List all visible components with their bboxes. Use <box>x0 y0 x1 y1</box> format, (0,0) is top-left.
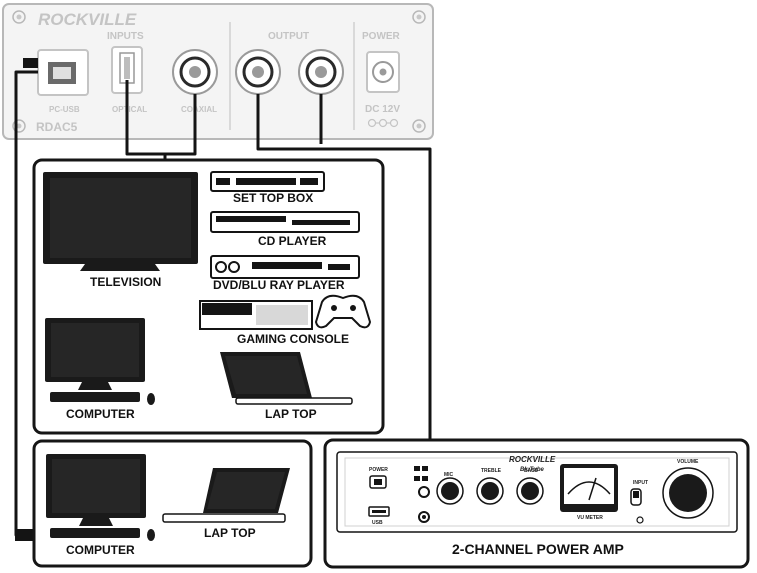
output-rca-left-icon <box>235 49 281 95</box>
television-label: TELEVISION <box>90 275 161 289</box>
amplifier-box: ROCKVILLE BluTube POWER USB MIC <box>323 438 750 569</box>
output-rca-right-icon <box>298 49 344 95</box>
output-cable-left <box>256 94 432 440</box>
optical-label: OPTICAL <box>112 105 147 114</box>
cd-player-icon <box>210 211 360 233</box>
computer-icon <box>45 318 155 405</box>
amp-usb-label: USB <box>372 520 383 526</box>
gaming-console-label: GAMING CONSOLE <box>237 332 349 346</box>
dac-rear-panel: ROCKVILLE RDAC5 INPUTS OUTPUT POWER PC-U… <box>2 3 434 140</box>
laptop-icon <box>162 468 290 523</box>
input-icons <box>414 466 428 481</box>
dac-brand-logo: ROCKVILLE <box>38 10 137 29</box>
amp-title: 2-CHANNEL POWER AMP <box>452 541 624 557</box>
computer-icon <box>46 454 155 541</box>
mic-knob-icon <box>436 477 464 505</box>
vu-meter-label: VU METER <box>577 515 603 521</box>
dvd-player-icon <box>210 255 360 279</box>
amp-sub-brand: BluTube <box>520 467 545 473</box>
volume-knob-icon <box>662 467 714 519</box>
volume-label: VOLUME <box>677 459 699 465</box>
mic-jack-icon <box>418 486 430 523</box>
usb-port-icon <box>368 506 390 517</box>
coaxial-cable <box>165 94 197 156</box>
power-label: POWER <box>362 31 401 42</box>
computer-label: COMPUTER <box>66 407 135 421</box>
usb-laptop-label: LAP TOP <box>204 526 256 540</box>
mic-label: MIC <box>444 472 454 478</box>
set-top-box-icon <box>210 171 325 192</box>
laptop-label: LAP TOP <box>265 407 317 421</box>
vu-meter-icon <box>560 464 618 512</box>
bass-knob-icon <box>516 477 544 505</box>
television-icon <box>43 172 198 271</box>
set-top-box-label: SET TOP BOX <box>233 191 313 205</box>
usb-sources-box: COMPUTER LAP TOP <box>32 439 313 568</box>
gaming-console-icon <box>199 294 372 330</box>
cd-player-label: CD PLAYER <box>258 234 327 248</box>
output-label: OUTPUT <box>268 31 309 42</box>
inputs-label: INPUTS <box>107 31 144 42</box>
coaxial-port-icon <box>172 49 218 95</box>
dvd-player-label: DVD/BLU RAY PLAYER <box>213 278 345 292</box>
treble-label: TREBLE <box>481 468 502 474</box>
dc-power-jack-icon <box>366 51 400 93</box>
laptop-icon <box>220 352 353 405</box>
polarity-icon <box>367 118 399 128</box>
bass-label: BASS <box>524 468 539 474</box>
sources-box: TELEVISION SET TOP BOX CD PLAYER DVD/BLU… <box>32 158 385 435</box>
amp-brand-logo: ROCKVILLE <box>509 455 556 464</box>
power-label: POWER <box>369 467 388 473</box>
pc-usb-label: PC-USB <box>49 105 80 114</box>
input-label: INPUT <box>633 480 648 486</box>
input-selector-icon <box>630 488 644 524</box>
coaxial-label: COAXIAL <box>181 105 217 114</box>
usb-computer-label: COMPUTER <box>66 543 135 557</box>
screw-icon <box>12 10 426 133</box>
dc-label: DC 12V <box>365 104 400 115</box>
treble-knob-icon <box>476 477 504 505</box>
optical-cable <box>125 80 167 160</box>
dac-model: RDAC5 <box>36 120 78 134</box>
usb-port-icon <box>37 49 89 96</box>
power-button-icon <box>369 475 387 489</box>
